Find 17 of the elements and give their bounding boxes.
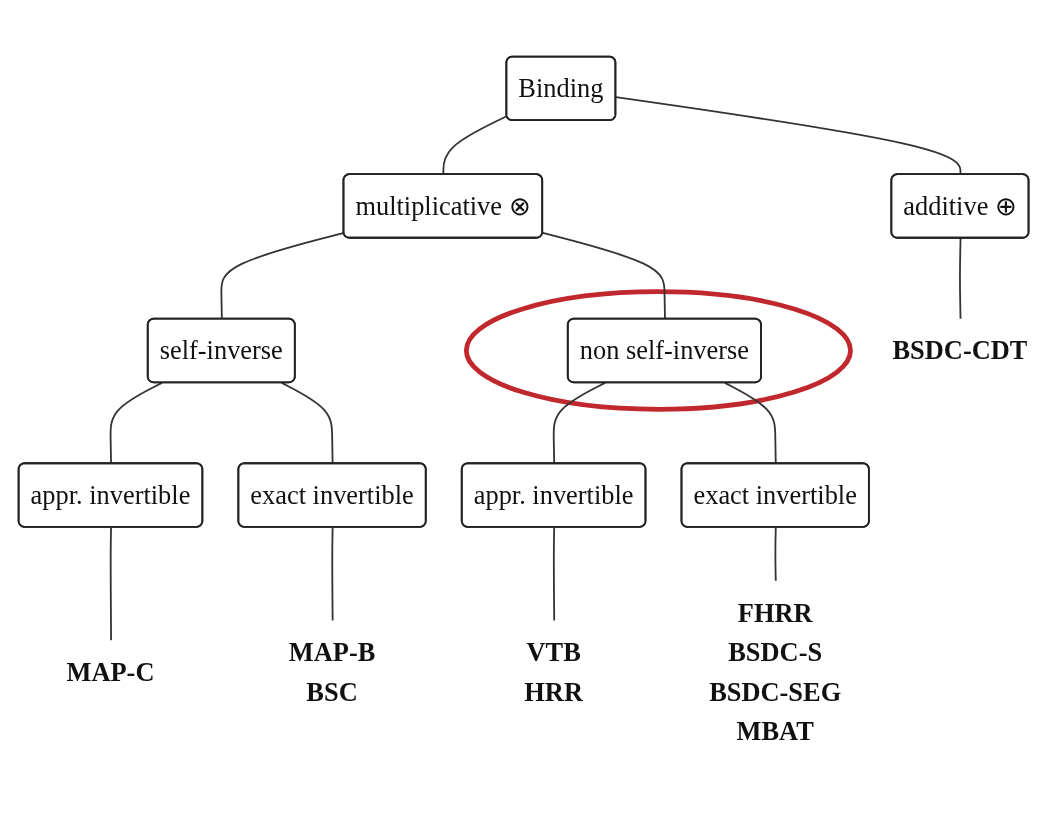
node-text: FHRR BSDC-S BSDC-SEG MBAT xyxy=(709,597,842,747)
node-text: MAP-B BSC xyxy=(288,637,376,707)
node-text: VTB HRR xyxy=(524,637,583,707)
connector xyxy=(552,526,556,623)
connector xyxy=(331,526,334,623)
connector xyxy=(280,382,334,465)
cluster xyxy=(463,289,853,412)
connector xyxy=(109,382,163,465)
connector xyxy=(724,382,777,465)
connector xyxy=(552,382,606,465)
node-text: BSDC-CDT xyxy=(892,335,1028,366)
connector xyxy=(615,96,962,176)
connector xyxy=(442,115,508,176)
node-text: MAP-C xyxy=(66,657,155,688)
connector xyxy=(774,526,777,583)
connector xyxy=(109,526,112,642)
connector xyxy=(959,237,962,321)
